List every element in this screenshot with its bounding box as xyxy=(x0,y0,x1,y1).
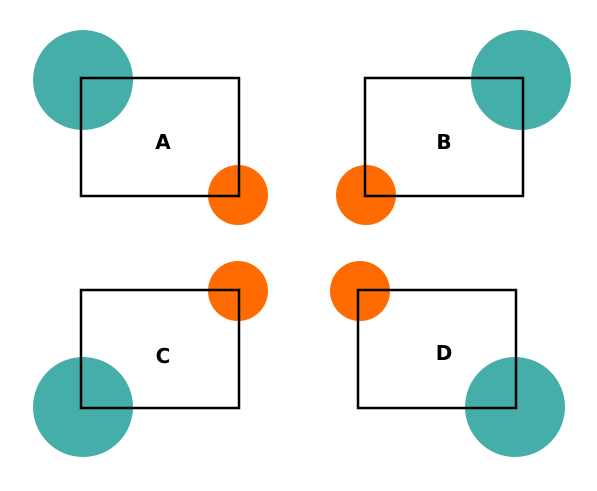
panel-b: B xyxy=(336,30,571,225)
panel-c: C xyxy=(33,261,268,457)
panel-d-label: D xyxy=(436,341,453,365)
panel-a-teal-circle xyxy=(33,30,133,130)
panel-b-rectangle xyxy=(363,76,525,198)
panel-d: D xyxy=(330,261,565,457)
panel-a-rectangle xyxy=(79,76,241,198)
panel-c-label: C xyxy=(156,344,171,368)
panel-b-teal-circle xyxy=(471,30,571,130)
panel-d-rectangle xyxy=(356,288,518,410)
panel-b-label: B xyxy=(436,130,451,154)
panel-a: A xyxy=(33,30,268,225)
panel-a-label: A xyxy=(155,130,171,154)
panel-c-rectangle xyxy=(79,288,241,410)
